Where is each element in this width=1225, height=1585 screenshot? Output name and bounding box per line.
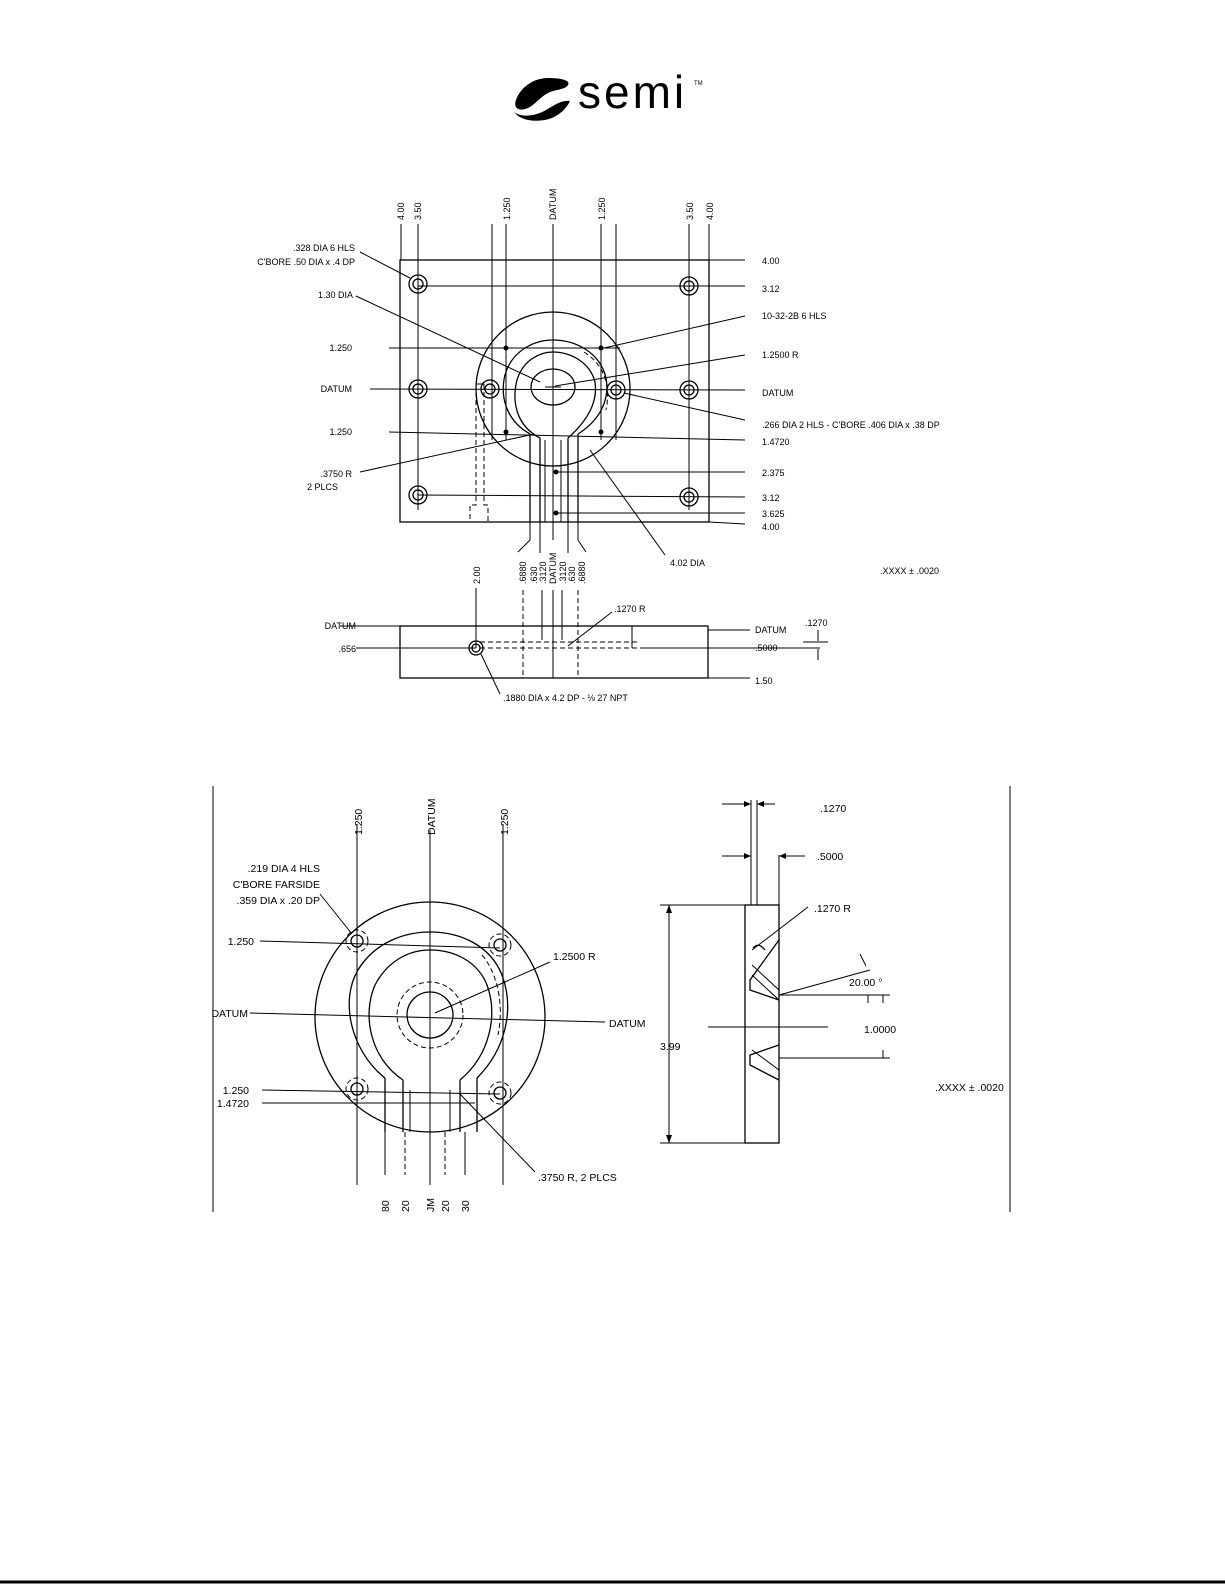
section-npt: .1880 DIA x 4.2 DP - ⅛ 27 NPT xyxy=(503,693,628,703)
label-thread: 10-32-2B 6 HLS xyxy=(762,311,827,321)
top-dim-labels: 4.00 3.50 1.250 DATUM 1.250 3.50 4.00 xyxy=(396,189,715,220)
flange-holes-2: C'BORE FARSIDE xyxy=(233,879,320,891)
label-3625: 3.625 xyxy=(762,509,785,519)
fdim-datum: DATUM xyxy=(426,798,438,835)
flange-holes-1: .219 DIA 4 HLS xyxy=(248,863,320,875)
flange-hole-br xyxy=(488,1081,512,1105)
label-400-top: 4.00 xyxy=(762,256,780,266)
center-bore xyxy=(530,368,576,406)
flange-r12500: 1.2500 R xyxy=(553,951,596,963)
sdim-630-r: .630 xyxy=(567,566,577,584)
tolerance-bottom: .XXXX ± .0020 xyxy=(935,1082,1004,1094)
label-312-top: 3.12 xyxy=(762,284,780,294)
dim-1250-left: 1.250 xyxy=(502,197,512,220)
sdim-6880-l: .6880 xyxy=(518,561,528,584)
flange-r3750: .3750 R, 2 PLCS xyxy=(538,1172,617,1184)
plate-outline xyxy=(399,259,710,523)
label-datum-right: DATUM xyxy=(762,388,793,398)
sdim-3120-l: .3120 xyxy=(538,561,548,584)
label-2375: 2.375 xyxy=(762,468,785,478)
label-400-bot: 4.00 xyxy=(762,522,780,532)
logo-trademark: TM xyxy=(694,81,703,87)
side-1270: .1270 xyxy=(820,803,846,815)
fbdim-1: 20 xyxy=(400,1200,412,1212)
section-outline xyxy=(399,625,709,679)
flange-plan-view xyxy=(249,824,606,1185)
flange-bottom-dims: 80 20 JM 20 30 xyxy=(380,1198,472,1212)
top-plan-view xyxy=(355,224,746,556)
fbdim-4: 30 xyxy=(460,1200,472,1212)
side-angle: 20.00 ° xyxy=(849,977,882,989)
flange-holes-3: .359 DIA x .20 DP xyxy=(237,895,320,907)
fbdim-0: 80 xyxy=(380,1200,392,1212)
section-1270: .1270 xyxy=(805,618,828,628)
side-399: 3.99 xyxy=(660,1041,681,1053)
dim-350-left: 3.50 xyxy=(413,202,423,220)
section-5000: .5000 xyxy=(755,643,778,653)
label-holes-2: C'BORE .50 DIA x .4 DP xyxy=(257,257,355,267)
dim-400-left: 4.00 xyxy=(396,202,406,220)
sdim-datum: DATUM xyxy=(548,553,558,584)
semi-logo: semi TM xyxy=(514,66,703,121)
label-holes-1: .328 DIA 6 HLS xyxy=(293,243,355,253)
flange-1250-b: 1.250 xyxy=(223,1085,249,1097)
sdim-200: 2.00 xyxy=(472,566,482,584)
fbdim-2: JM xyxy=(425,1198,437,1212)
label-312-bot: 3.12 xyxy=(762,493,780,503)
dim-datum: DATUM xyxy=(548,189,558,220)
logo-swoosh-bottom xyxy=(514,100,570,121)
dim-350-right: 3.50 xyxy=(685,202,695,220)
side-5000: .5000 xyxy=(817,851,843,863)
section-dim-labels: 2.00 .6880 .630 .3120 DATUM .3120 .630 .… xyxy=(472,553,587,584)
label-402-dia: 4.02 DIA xyxy=(670,558,705,568)
side-10000: 1.0000 xyxy=(864,1024,896,1036)
flange-14720: 1.4720 xyxy=(217,1098,249,1110)
side-r1270: .1270 R xyxy=(814,903,851,915)
corner-hole-tl xyxy=(408,274,428,294)
section-view xyxy=(340,588,828,695)
dim-400-right: 4.00 xyxy=(705,202,715,220)
side-outline xyxy=(744,904,780,1144)
section-656: .656 xyxy=(338,644,356,654)
flange-1250-a: 1.250 xyxy=(228,936,254,948)
label-r12500: 1.2500 R xyxy=(762,350,799,360)
sdim-6880-r: .6880 xyxy=(577,561,587,584)
label-1250-b: 1.250 xyxy=(329,427,352,437)
tolerance-top: .XXXX ± .0020 xyxy=(880,566,939,576)
flange-top-dims: 1.250 DATUM 1.250 xyxy=(353,798,511,835)
fbdim-3: 20 xyxy=(440,1200,452,1212)
fdim-1250-right: 1.250 xyxy=(499,809,511,835)
bottom-frame xyxy=(212,786,1011,1212)
label-1250-a: 1.250 xyxy=(329,343,352,353)
label-plcs: 2 PLCS xyxy=(307,482,338,492)
label-dia-130: 1.30 DIA xyxy=(318,290,353,300)
section-datum-left: DATUM xyxy=(325,621,356,631)
sdim-630-l: .630 xyxy=(529,566,539,584)
section-datum-right: DATUM xyxy=(755,625,786,635)
label-cbore: .266 DIA 2 HLS - C'BORE .406 DIA x .38 D… xyxy=(762,420,940,430)
flange-datum-right: DATUM xyxy=(609,1018,646,1030)
sdim-3120-r: .3120 xyxy=(558,561,568,584)
fdim-1250-left: 1.250 xyxy=(353,809,365,835)
section-150: 1.50 xyxy=(755,676,773,686)
label-14720: 1.4720 xyxy=(762,437,790,447)
section-r1270: .1270 R xyxy=(614,604,646,614)
logo-wordmark: semi xyxy=(578,66,687,118)
label-r3750: .3750 R xyxy=(320,469,352,479)
logo-swoosh-top xyxy=(515,78,569,110)
dim-1250-right: 1.250 xyxy=(597,197,607,220)
label-datum-left: DATUM xyxy=(321,384,352,394)
flange-datum-left: DATUM xyxy=(211,1008,248,1020)
flange-side-view xyxy=(660,800,890,1144)
flange-hole-tr xyxy=(488,933,512,957)
